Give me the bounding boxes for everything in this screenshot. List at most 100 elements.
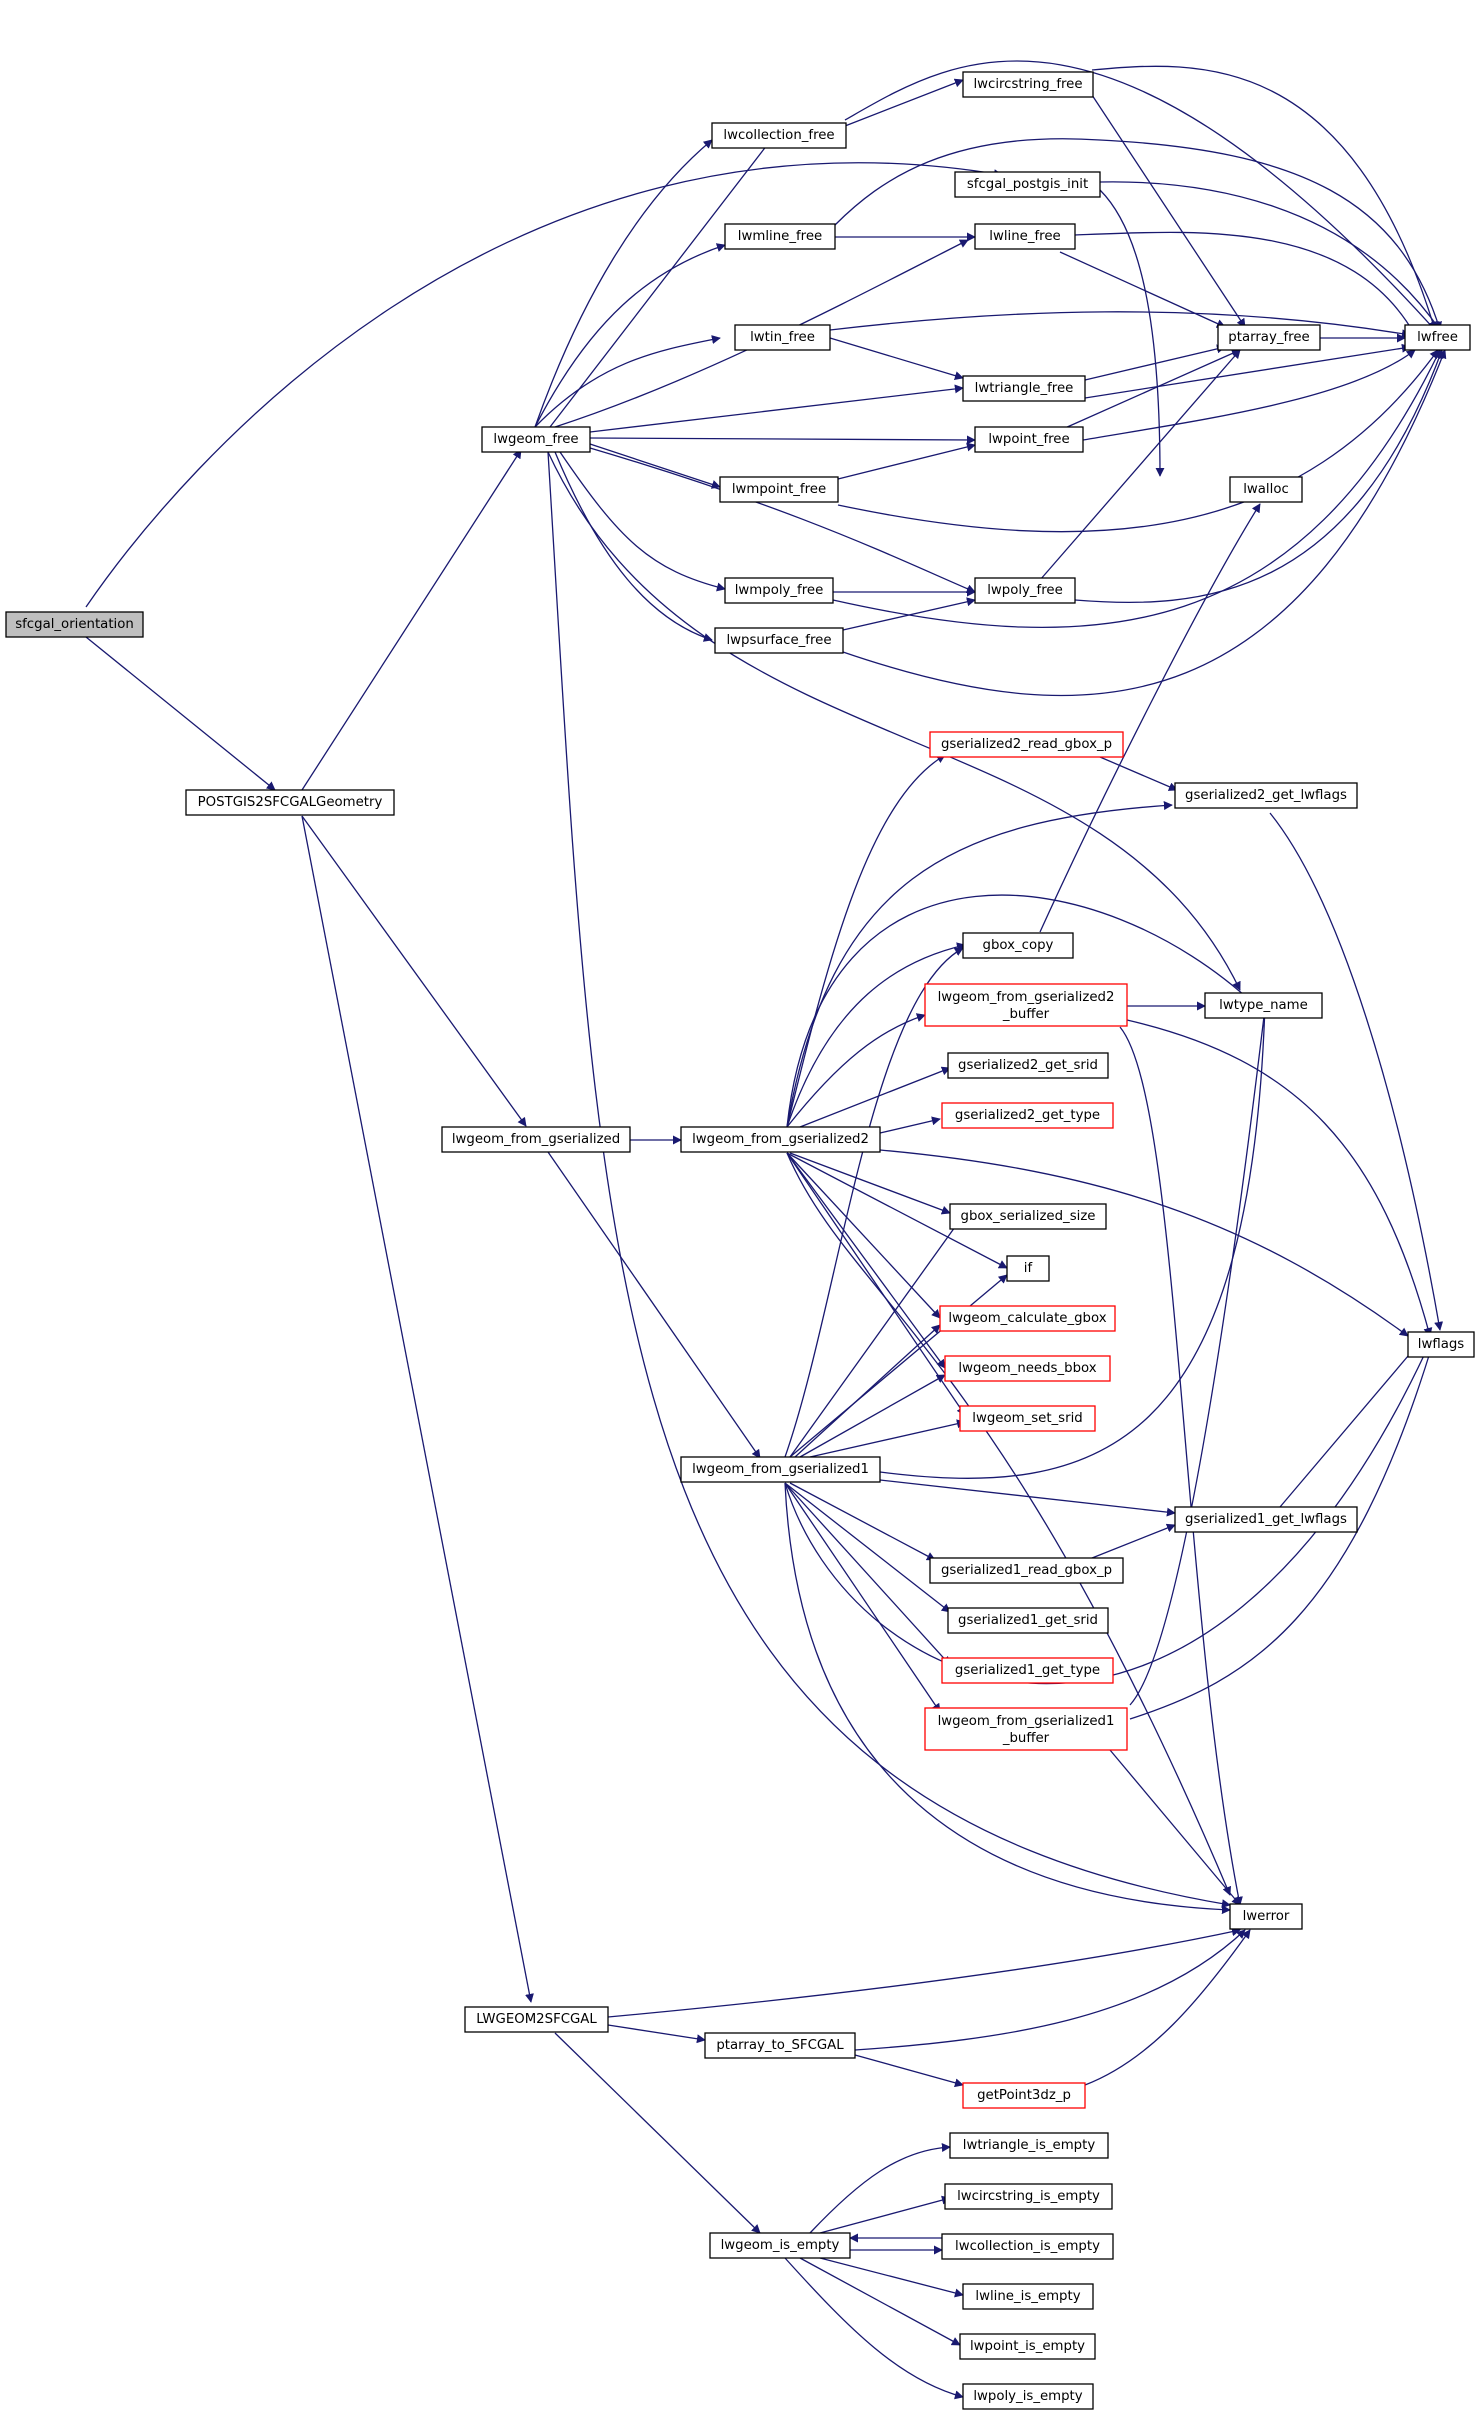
node-lwgeom-from-gserialized1[interactable]: lwgeom_from_gserialized1 (680, 1456, 881, 1483)
edge (1074, 349, 1444, 604)
node-gbox-serialized-size[interactable]: gbox_serialized_size (949, 1203, 1107, 1230)
node-lwline-free[interactable]: lwline_free (974, 223, 1076, 250)
edge (589, 443, 721, 489)
edge (1039, 503, 1261, 933)
edge (534, 243, 726, 428)
node-lwcollection-is-empty[interactable]: lwcollection_is_empty (941, 2233, 1114, 2260)
edge (301, 815, 534, 2003)
node-label: lwtin_free (750, 330, 815, 345)
node-label: gbox_serialized_size (961, 1209, 1096, 1224)
node-label: if (1024, 1261, 1033, 1276)
node-lwpsurface-free[interactable]: lwpsurface_free (714, 627, 844, 654)
node-label: sfcgal_orientation (15, 617, 134, 632)
edge (589, 447, 976, 593)
node-lwcollection-free[interactable]: lwcollection_free (711, 122, 847, 149)
edge (786, 1152, 966, 1416)
node-lwpoint-free[interactable]: lwpoint_free (974, 426, 1084, 453)
node-lwcircstring-is-empty[interactable]: lwcircstring_is_empty (944, 2183, 1113, 2210)
node-lwgeom-set-srid[interactable]: lwgeom_set_srid (959, 1405, 1096, 1432)
edge (837, 442, 976, 480)
edge (1279, 1335, 1426, 1508)
node-gbox-copy[interactable]: gbox_copy (962, 932, 1074, 959)
node-gserialized2-get-srid[interactable]: gserialized2_get_srid (947, 1052, 1109, 1079)
node-lwtriangle-is-empty[interactable]: lwtriangle_is_empty (949, 2132, 1109, 2159)
node-lwtype-name[interactable]: lwtype_name (1204, 992, 1323, 1019)
edge (832, 349, 1441, 629)
node-label: lwtriangle_free (975, 381, 1074, 396)
node-gserialized1-read-gbox-p[interactable]: gserialized1_read_gbox_p (929, 1557, 1124, 1584)
node-label: lwcollection_is_empty (955, 2239, 1100, 2254)
node-lwfree[interactable]: lwfree (1404, 324, 1471, 351)
node-lwgeom2sfcgal[interactable]: LWGEOM2SFCGAL (464, 2006, 609, 2033)
node-lwmline-free[interactable]: lwmline_free (724, 223, 836, 250)
node-lwpoint-is-empty[interactable]: lwpoint_is_empty (959, 2333, 1096, 2360)
node-gserialized2-read-gbox-p[interactable]: gserialized2_read_gbox_p (929, 731, 1124, 758)
node-label: gserialized2_get_srid (958, 1058, 1098, 1073)
edge (786, 1152, 1008, 1269)
edge (844, 78, 964, 127)
node-lwcircstring-free[interactable]: lwcircstring_free (962, 71, 1094, 98)
node-sfcgal-orientation[interactable]: sfcgal_orientation (5, 611, 144, 638)
node-lwgeom-free[interactable]: lwgeom_free (481, 426, 591, 453)
edge (809, 1419, 966, 1458)
node-label: _buffer (1002, 1731, 1050, 1746)
edge (854, 2054, 964, 2088)
node-label: lwgeom_from_gserialized2 (692, 1132, 869, 1147)
edge (534, 335, 721, 428)
edge (879, 1479, 1176, 1517)
node-lwgeom-from-gserialized2[interactable]: lwgeom_from_gserialized2 (680, 1126, 881, 1153)
node-lwgeom-from-gserialized[interactable]: lwgeom_from_gserialized (441, 1126, 631, 1153)
node-postgis2sfcgalgeometry[interactable]: POSTGIS2SFCGALGeometry (185, 789, 395, 816)
node-label: lwalloc (1243, 482, 1289, 497)
node-lwmpoly-free[interactable]: lwmpoly_free (724, 577, 834, 604)
edge (1084, 343, 1411, 399)
node-label: gbox_copy (983, 938, 1054, 953)
node-lwflags[interactable]: lwflags (1407, 1331, 1475, 1358)
node-getpoint3dz-p[interactable]: getPoint3dz_p (962, 2082, 1086, 2109)
node-lwerror[interactable]: lwerror (1229, 1903, 1303, 1930)
node-lwgeom-needs-bbox[interactable]: lwgeom_needs_bbox (944, 1355, 1111, 1382)
node-gserialized2-get-type[interactable]: gserialized2_get_type (941, 1102, 1114, 1129)
node-label: lwflags (1418, 1337, 1465, 1352)
node-lwpoly-free[interactable]: lwpoly_free (974, 577, 1076, 604)
node-label: POSTGIS2SFCGALGeometry (198, 795, 383, 810)
node-label: lwpoly_free (987, 583, 1063, 598)
node-lwgeom-from-gserialized2-buffer[interactable]: lwgeom_from_gserialized2 _buffer (924, 983, 1128, 1027)
node-if[interactable]: if (1006, 1255, 1050, 1282)
node-lwgeom-from-gserialized1-buffer[interactable]: lwgeom_from_gserialized1 _buffer (924, 1707, 1128, 1751)
edge (789, 1274, 1008, 1458)
node-sfcgal-postgis-init[interactable]: sfcgal_postgis_init (954, 171, 1101, 198)
node-label: lwcircstring_is_empty (957, 2189, 1100, 2204)
node-lwline-is-empty[interactable]: lwline_is_empty (962, 2283, 1094, 2310)
node-label: gserialized1_get_srid (958, 1613, 1098, 1628)
edge (786, 1152, 941, 1319)
edge (837, 349, 1439, 533)
node-gserialized2-get-lwflags[interactable]: gserialized2_get_lwflags (1174, 782, 1358, 809)
node-lwpoly-is-empty[interactable]: lwpoly_is_empty (962, 2383, 1094, 2410)
node-ptarray-free[interactable]: ptarray_free (1217, 324, 1321, 351)
node-gserialized1-get-lwflags[interactable]: gserialized1_get_lwflags (1174, 1506, 1358, 1533)
node-label: lwgeom_set_srid (972, 1411, 1082, 1426)
edge (789, 1219, 961, 1458)
node-gserialized1-get-srid[interactable]: gserialized1_get_srid (947, 1607, 1109, 1634)
node-lwtriangle-free[interactable]: lwtriangle_free (962, 375, 1086, 402)
edge (786, 894, 1256, 1128)
node-label: lwcollection_free (723, 128, 834, 143)
node-gserialized1-get-type[interactable]: gserialized1_get_type (941, 1657, 1114, 1684)
edge (534, 139, 713, 428)
edge (879, 1149, 1409, 1337)
node-ptarray-to-sfcgal[interactable]: ptarray_to_SFCGAL (704, 2032, 856, 2059)
node-lwgeom-is-empty[interactable]: lwgeom_is_empty (709, 2232, 851, 2259)
edge (1099, 181, 1441, 331)
node-lwmpoint-free[interactable]: lwmpoint_free (719, 476, 839, 503)
node-lwtin-free[interactable]: lwtin_free (734, 324, 831, 351)
node-label: lwgeom_from_gserialized2 (938, 990, 1115, 1005)
node-label: ptarray_to_SFCGAL (716, 2038, 844, 2053)
edge (1129, 1335, 1437, 1720)
node-lwgeom-calculate-gbox[interactable]: lwgeom_calculate_gbox (939, 1305, 1116, 1332)
node-lwalloc[interactable]: lwalloc (1229, 476, 1303, 503)
node-label: getPoint3dz_p (977, 2088, 1071, 2103)
edge (554, 451, 713, 642)
node-label: lwgeom_is_empty (721, 2238, 840, 2253)
